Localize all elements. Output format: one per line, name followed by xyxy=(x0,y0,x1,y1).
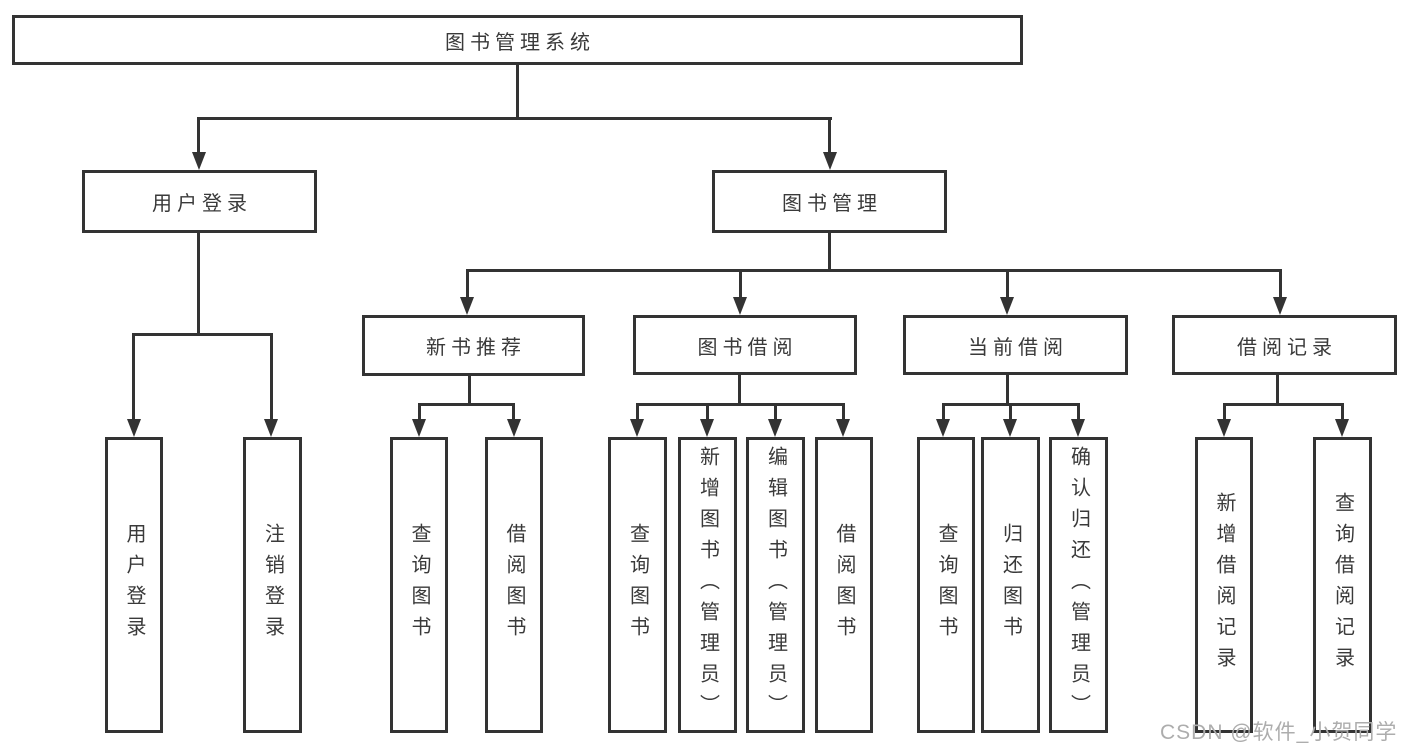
arrow-down-icon xyxy=(823,152,837,170)
connector-line xyxy=(636,403,844,406)
node-leaf-user-login: 用户登录 xyxy=(105,437,163,733)
connector-line xyxy=(516,64,519,120)
arrow-down-icon xyxy=(1000,297,1014,315)
arrow-down-icon xyxy=(700,419,714,437)
node-current-borrow: 当前借阅 xyxy=(903,315,1128,375)
node-book-borrow: 图书借阅 xyxy=(633,315,857,375)
connector-line xyxy=(774,403,777,421)
connector-line xyxy=(466,269,469,301)
connector-line xyxy=(738,375,741,405)
connector-line xyxy=(133,333,273,336)
connector-line xyxy=(1279,269,1282,301)
connector-line xyxy=(198,117,832,120)
connector-line xyxy=(636,403,639,421)
connector-line xyxy=(739,269,742,301)
node-borrow-records: 借阅记录 xyxy=(1172,315,1397,375)
node-leaf-logout: 注销登录 xyxy=(243,437,302,733)
arrow-down-icon xyxy=(733,297,747,315)
connector-line xyxy=(1276,375,1279,405)
connector-line xyxy=(466,269,1282,272)
node-user-login: 用户登录 xyxy=(82,170,317,233)
connector-line xyxy=(1006,375,1009,405)
arrow-down-icon xyxy=(936,419,950,437)
arrow-down-icon xyxy=(507,419,521,437)
node-leaf-nb-borrow-book: 借阅图书 xyxy=(485,437,543,733)
connector-line xyxy=(1009,403,1012,421)
node-new-book-recommend: 新书推荐 xyxy=(362,315,585,376)
connector-line xyxy=(418,403,421,421)
arrow-down-icon xyxy=(127,419,141,437)
connector-line xyxy=(197,233,200,334)
node-leaf-cb-return-book: 归还图书 xyxy=(981,437,1040,733)
watermark-text: CSDN @软件_小贺同学 xyxy=(1160,721,1398,744)
arrow-down-icon xyxy=(1217,419,1231,437)
connector-line xyxy=(418,403,515,406)
connector-line xyxy=(468,376,471,405)
connector-line xyxy=(828,233,831,272)
connector-line xyxy=(270,333,273,421)
node-leaf-cb-query-book: 查询图书 xyxy=(917,437,975,733)
connector-line xyxy=(1077,403,1080,421)
connector-line xyxy=(132,333,135,421)
connector-line xyxy=(942,403,945,421)
arrow-down-icon xyxy=(192,152,206,170)
arrow-down-icon xyxy=(264,419,278,437)
arrow-down-icon xyxy=(412,419,426,437)
arrow-down-icon xyxy=(768,419,782,437)
node-leaf-bb-query-book: 查询图书 xyxy=(608,437,667,733)
connector-line xyxy=(706,403,709,421)
arrow-down-icon xyxy=(630,419,644,437)
arrow-down-icon xyxy=(1071,419,1085,437)
node-leaf-bb-add-book-admin: 新增图书（管理员） xyxy=(678,437,737,733)
node-root: 图书管理系统 xyxy=(12,15,1023,65)
connector-line xyxy=(1341,403,1344,421)
arrow-down-icon xyxy=(836,419,850,437)
connector-line xyxy=(1006,269,1009,301)
arrow-down-icon xyxy=(1273,297,1287,315)
node-leaf-br-query-record: 查询借阅记录 xyxy=(1313,437,1372,733)
connector-line xyxy=(1223,403,1226,421)
connector-line xyxy=(512,403,515,421)
arrow-down-icon xyxy=(1335,419,1349,437)
node-leaf-cb-confirm-return-admin: 确认归还（管理员） xyxy=(1049,437,1108,733)
arrow-down-icon xyxy=(460,297,474,315)
node-leaf-bb-borrow-book: 借阅图书 xyxy=(815,437,873,733)
node-leaf-bb-edit-book-admin: 编辑图书（管理员） xyxy=(746,437,805,733)
node-leaf-br-add-record: 新增借阅记录 xyxy=(1195,437,1253,733)
connector-line xyxy=(1223,403,1343,406)
node-book-management: 图书管理 xyxy=(712,170,947,233)
node-leaf-nb-query-book: 查询图书 xyxy=(390,437,448,733)
connector-line xyxy=(842,403,845,421)
connector-line xyxy=(197,117,200,155)
connector-line xyxy=(828,117,831,155)
arrow-down-icon xyxy=(1003,419,1017,437)
